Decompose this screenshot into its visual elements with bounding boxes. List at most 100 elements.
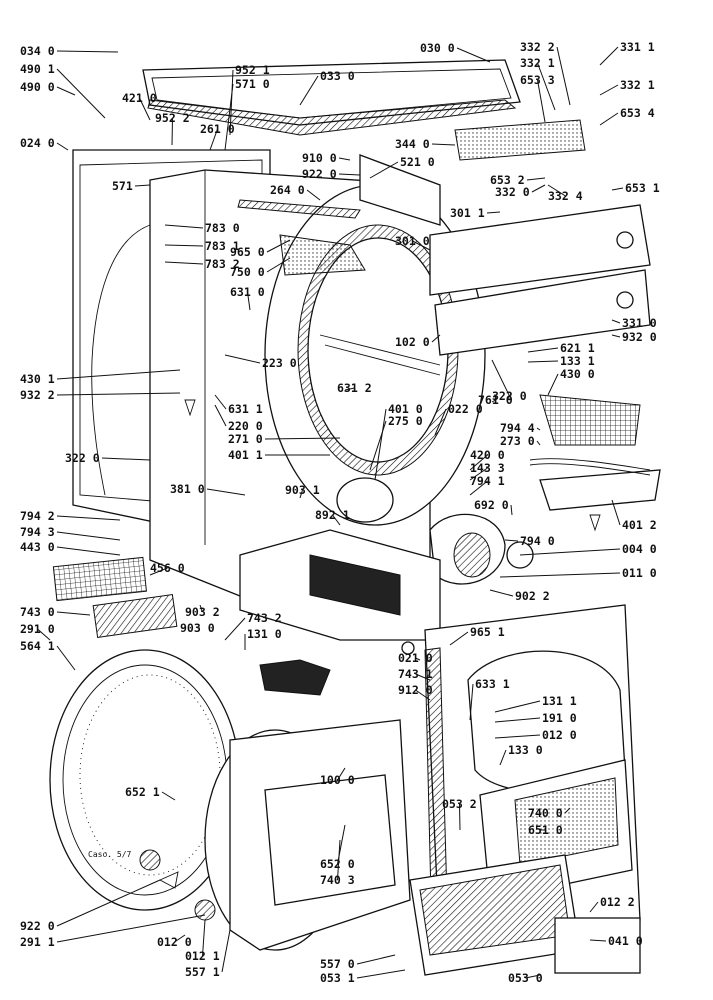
part-label: 430 1: [20, 372, 55, 386]
leader-line: [499, 749, 507, 766]
part-label: 011 0: [622, 566, 657, 580]
leader-line: [199, 604, 203, 613]
part-label: 220 0: [228, 419, 263, 433]
arrow-down-1: [184, 399, 196, 417]
leader-line: [494, 717, 541, 723]
part-label: 621 1: [560, 341, 595, 355]
part-label: 965 1: [470, 625, 505, 639]
part-label: 653 2: [490, 173, 525, 187]
motor-shape: [336, 477, 394, 523]
leader-line: [337, 767, 346, 781]
leader-line: [264, 437, 341, 440]
leader-line: [504, 539, 519, 542]
part-label: 322 0: [65, 451, 100, 465]
stamp-text: Caso. 5/7: [88, 850, 132, 859]
part-label: 331 1: [620, 40, 655, 54]
part-label: 401 1: [228, 448, 263, 462]
arrow-left: [158, 871, 179, 889]
part-label: 430 0: [560, 367, 595, 381]
part-label: 557 1: [185, 965, 220, 979]
part-label: 004 0: [622, 542, 657, 556]
part-label: 053 1: [320, 971, 355, 985]
leader-line: [202, 919, 206, 957]
part-label: 421 0: [122, 91, 157, 105]
part-label: 332 1: [520, 56, 555, 70]
cover-strip-shape: [52, 556, 147, 602]
leader-line: [206, 488, 246, 496]
leader-line: [101, 457, 151, 461]
part-label: 381 0: [170, 482, 205, 496]
leader-line: [299, 75, 319, 106]
leader-line: [527, 347, 559, 353]
leader-line: [214, 394, 227, 410]
part-label: 794 0: [520, 534, 555, 548]
leader-line: [337, 839, 341, 881]
part-label: 932 2: [20, 388, 55, 402]
leader-line: [599, 112, 619, 126]
leader-line: [459, 803, 461, 831]
condenser-shape: [309, 554, 401, 616]
part-label: 344 0: [395, 137, 430, 151]
part-label: 952 1: [235, 63, 270, 77]
part-label: 401 0: [388, 402, 423, 416]
leader-line: [611, 499, 621, 526]
leader-line: [434, 408, 447, 436]
leader-line: [299, 489, 303, 499]
leader-line: [527, 360, 559, 363]
filter-tray-shape: [539, 469, 661, 511]
leader-line: [499, 572, 621, 578]
leader-line: [224, 83, 234, 151]
part-label: 331 0: [622, 316, 657, 330]
leader-line: [431, 334, 441, 343]
leader-line: [469, 683, 474, 721]
leader-line: [431, 143, 456, 146]
part-label: 571 0: [235, 77, 270, 91]
leader-line: [491, 399, 496, 403]
part-label: 653 3: [520, 73, 555, 87]
part-label: 490 0: [20, 80, 55, 94]
arrow-down-2: [589, 514, 601, 532]
leader-line: [56, 645, 76, 671]
leader-line: [56, 879, 161, 927]
leader-line: [139, 97, 151, 121]
leader-line: [56, 515, 121, 521]
cable-harness-shape: [259, 659, 331, 696]
leader-line: [164, 244, 204, 247]
part-label: 012 1: [185, 949, 220, 963]
leader-line: [164, 224, 204, 229]
part-label: 564 1: [20, 639, 55, 653]
leader-line: [415, 689, 431, 701]
part-label: 275 0: [388, 414, 423, 428]
part-label: 631 1: [228, 402, 263, 416]
part-label: 332 1: [620, 78, 655, 92]
leader-line: [224, 354, 261, 364]
part-label: 965 0: [230, 245, 265, 259]
part-label: 191 0: [542, 711, 577, 725]
part-label: 912 0: [398, 683, 433, 697]
part-label: 024 0: [20, 136, 55, 150]
leader-line: [174, 934, 186, 943]
part-label: 401 2: [622, 518, 657, 532]
left-cable: [91, 224, 151, 496]
part-label: 794 4: [500, 421, 535, 435]
leader-line: [266, 257, 291, 273]
filter-cartridge-shape: [92, 594, 178, 638]
fan-impeller: [453, 532, 491, 578]
rear-bearing: [139, 849, 161, 871]
leader-line: [37, 628, 51, 641]
part-label: 922 0: [20, 919, 55, 933]
part-label: 271 0: [228, 432, 263, 446]
part-label: 033 0: [320, 69, 355, 83]
part-label: 910 0: [302, 151, 337, 165]
leader-line: [547, 184, 566, 197]
lower-door-glass: [514, 777, 619, 866]
part-label: 022 0: [448, 402, 483, 416]
part-label: 301 0: [395, 234, 430, 248]
bottom-trim-shape: [554, 917, 641, 974]
leader-line: [489, 589, 514, 597]
part-label: 783 1: [205, 239, 240, 253]
leader-line: [469, 467, 488, 481]
part-label: 783 2: [205, 257, 240, 271]
lid-gasket-shape: [147, 99, 517, 136]
